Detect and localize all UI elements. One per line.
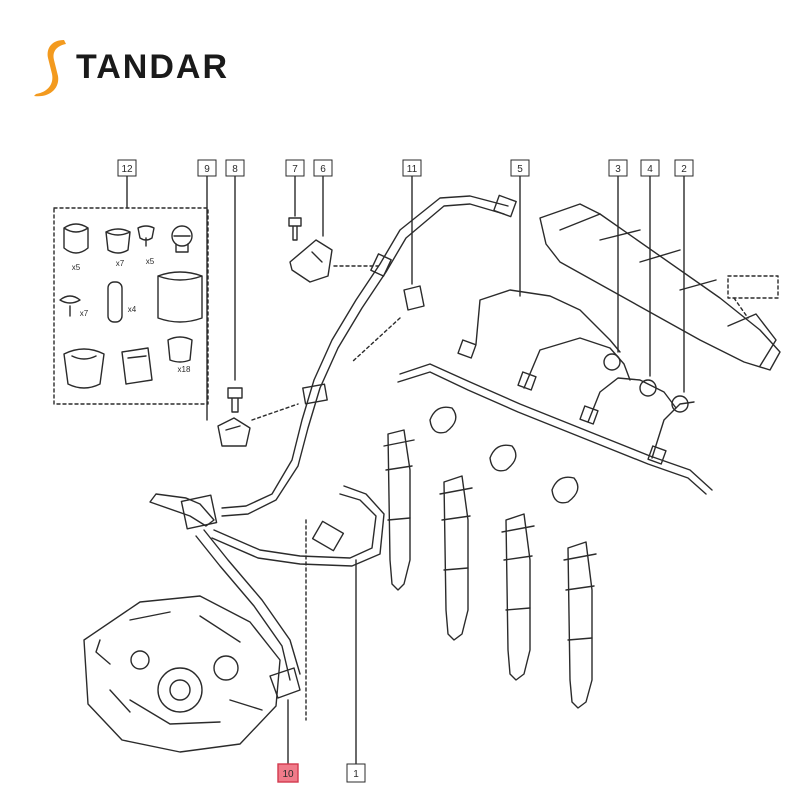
- callout-9-label: 9: [204, 164, 210, 175]
- part-8-bolt: [227, 387, 243, 413]
- callout-10[interactable]: 10: [277, 763, 299, 783]
- qty-label: x5: [72, 263, 81, 272]
- callout-5[interactable]: 5: [510, 159, 530, 177]
- pipe-1: [213, 493, 377, 559]
- qty-label: x5: [146, 257, 155, 266]
- pipe-feed: [221, 194, 517, 517]
- callout-2[interactable]: 2: [674, 159, 694, 177]
- callout-12[interactable]: 12: [117, 159, 137, 177]
- part-11-sleeve: [403, 285, 425, 311]
- part-7-screw: [288, 217, 302, 241]
- callout-6[interactable]: 6: [313, 159, 333, 177]
- callout-7[interactable]: 7: [285, 159, 305, 177]
- callout-boxes: 12 9 8 7 6 11: [117, 159, 694, 783]
- kit-items: [59, 223, 203, 389]
- callout-11-label: 11: [407, 164, 418, 175]
- callout-6-label: 6: [320, 164, 326, 175]
- callout-7-label: 7: [292, 164, 298, 175]
- callout-5-label: 5: [517, 164, 523, 175]
- callout-9[interactable]: 9: [197, 159, 217, 177]
- brand-name: TANDAR: [76, 48, 230, 86]
- callout-4[interactable]: 4: [640, 159, 660, 177]
- callout-1-label: 1: [353, 769, 359, 780]
- callout-8-label: 8: [232, 164, 238, 175]
- qty-label: x18: [178, 365, 191, 374]
- callout-10-label: 10: [282, 769, 294, 780]
- callout-11[interactable]: 11: [402, 159, 422, 177]
- qty-label: x4: [128, 305, 137, 314]
- callout-3[interactable]: 3: [608, 159, 628, 177]
- part-9-clip: [217, 417, 251, 447]
- callout-12-label: 12: [121, 164, 133, 175]
- kit-box: [53, 207, 209, 405]
- part-6-bracket: [289, 239, 333, 283]
- injectors: [383, 406, 597, 709]
- common-rail: [539, 203, 781, 371]
- kit-quantity-labels: x5 x7 x5 x7 x4 x18: [72, 257, 191, 374]
- brand-logo: TANDAR: [30, 38, 280, 98]
- callout-8[interactable]: 8: [225, 159, 245, 177]
- injector-pipes: [397, 289, 713, 495]
- brand-mark-icon: [34, 40, 66, 97]
- callout-3-label: 3: [615, 164, 621, 175]
- hp-pump: [83, 595, 281, 753]
- callout-4-label: 4: [647, 164, 653, 175]
- qty-label: x7: [116, 259, 125, 268]
- pump-junction: [149, 493, 301, 699]
- callout-2-label: 2: [681, 164, 687, 175]
- qty-label: x7: [80, 309, 89, 318]
- callout-1[interactable]: 1: [346, 763, 366, 783]
